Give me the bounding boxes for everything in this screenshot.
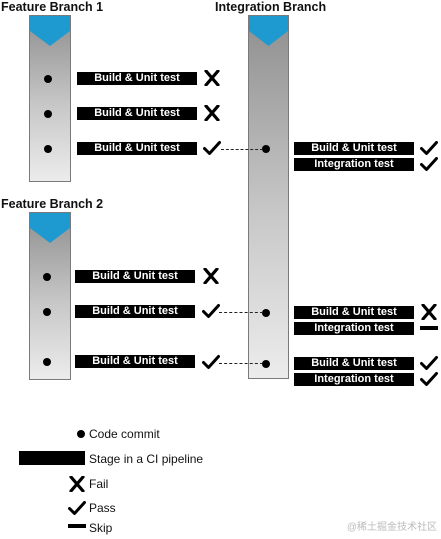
stage-build-unit-test: Build & Unit test bbox=[294, 142, 414, 155]
legend-commit-label: Code commit bbox=[89, 427, 160, 441]
branch-head-arrow bbox=[249, 16, 288, 46]
stage-build-unit-test: Build & Unit test bbox=[77, 107, 197, 120]
stage-build-unit-test: Build & Unit test bbox=[77, 72, 197, 85]
stage-build-unit-test: Build & Unit test bbox=[294, 306, 414, 319]
code-commit bbox=[44, 75, 52, 83]
legend-stage-swatch bbox=[19, 451, 85, 465]
legend-stage-label: Stage in a CI pipeline bbox=[89, 452, 204, 466]
code-commit bbox=[262, 145, 270, 153]
pass-icon bbox=[420, 140, 438, 156]
branch-head-arrow bbox=[30, 16, 70, 46]
pass-icon bbox=[202, 354, 220, 370]
feature-branch-2-bar bbox=[29, 212, 71, 380]
integration-branch-title: Integration Branch bbox=[215, 0, 327, 14]
code-commit bbox=[43, 308, 51, 316]
pass-icon bbox=[420, 355, 438, 371]
stage-build-unit-test: Build & Unit test bbox=[77, 142, 197, 155]
skip-icon bbox=[420, 320, 438, 336]
code-commit bbox=[43, 273, 51, 281]
feature-branch-1-bar bbox=[29, 15, 71, 182]
stage-integration-test: Integration test bbox=[294, 158, 414, 171]
legend-commit-dot bbox=[77, 430, 85, 438]
merge-connector bbox=[219, 363, 263, 364]
branch-head-arrow bbox=[30, 213, 70, 243]
stage-build-unit-test: Build & Unit test bbox=[75, 355, 195, 368]
fail-icon bbox=[203, 104, 221, 122]
code-commit bbox=[43, 358, 51, 366]
stage-build-unit-test: Build & Unit test bbox=[75, 270, 195, 283]
fail-icon bbox=[420, 303, 438, 321]
stage-build-unit-test: Build & Unit test bbox=[75, 305, 195, 318]
fail-icon bbox=[203, 69, 221, 87]
code-commit bbox=[262, 309, 270, 317]
legend-skip-label: Skip bbox=[89, 521, 113, 535]
pass-icon bbox=[420, 371, 438, 387]
legend-fail-icon bbox=[68, 475, 86, 493]
fail-icon bbox=[202, 267, 220, 285]
pass-icon bbox=[202, 303, 220, 319]
stage-integration-test: Integration test bbox=[294, 373, 414, 386]
legend-fail-label: Fail bbox=[89, 477, 109, 491]
stage-build-unit-test: Build & Unit test bbox=[294, 357, 414, 370]
legend-skip-icon bbox=[68, 518, 86, 534]
merge-connector bbox=[221, 149, 263, 150]
feature-branch-1-title: Feature Branch 1 bbox=[1, 0, 104, 14]
merge-connector bbox=[219, 312, 263, 313]
pass-icon bbox=[203, 140, 221, 156]
watermark: @稀土掘金技术社区 bbox=[346, 522, 437, 533]
pass-icon bbox=[420, 156, 438, 172]
legend-pass-icon bbox=[68, 500, 86, 516]
legend-pass-label: Pass bbox=[89, 501, 116, 515]
code-commit bbox=[44, 110, 52, 118]
feature-branch-2-title: Feature Branch 2 bbox=[1, 197, 104, 211]
code-commit bbox=[262, 360, 270, 368]
stage-integration-test: Integration test bbox=[294, 322, 414, 335]
code-commit bbox=[44, 145, 52, 153]
integration-branch-bar bbox=[248, 15, 289, 379]
